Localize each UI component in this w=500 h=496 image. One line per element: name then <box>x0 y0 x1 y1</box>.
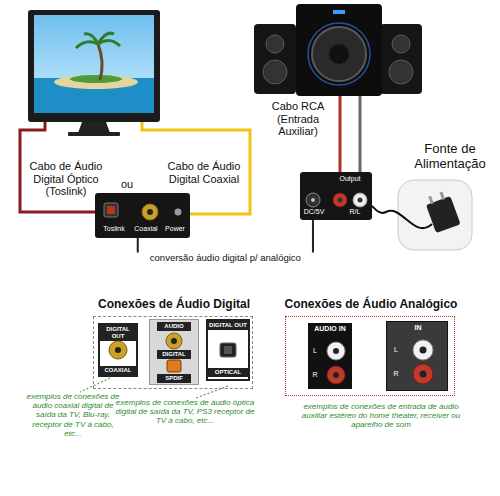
digital-panel: Conexões de Áudio DigitalDIGITAL OUTCOAX… <box>93 316 253 389</box>
tv-illustration <box>70 75 122 83</box>
node-text: DIGITAL <box>157 350 191 359</box>
node-text: Conexões de Áudio Analógico <box>274 298 468 312</box>
speaker-illustration <box>254 4 422 96</box>
node-text: L <box>310 347 320 355</box>
rca-cables <box>359 96 362 172</box>
rca-cables <box>340 96 360 172</box>
node-text: Power <box>161 225 189 233</box>
tv-illustration <box>68 132 120 136</box>
tv-illustration <box>78 122 110 133</box>
speaker-illustration <box>329 44 349 64</box>
node-text: L <box>391 346 401 354</box>
note-text: exemplos de conexões de entrada de áudio… <box>290 402 472 430</box>
speaker-illustration <box>308 23 370 85</box>
spdif-port-panel: AUDIO DIGITAL SPDIF <box>149 319 199 385</box>
or-label: ou <box>117 178 137 191</box>
note-text: exemplos de conexões de áudio óptica dig… <box>110 398 260 426</box>
tv-illustration <box>28 10 160 136</box>
speaker-illustration <box>266 35 284 53</box>
optical-port-panel: DIGITAL OUT OPTICAL <box>206 319 250 381</box>
node-text: Conexões de Áudio Digital <box>82 298 266 312</box>
leader-lines <box>80 378 110 392</box>
node-text: DIGITAL OUT <box>208 321 248 330</box>
speaker-illustration <box>380 24 422 94</box>
input-panel: IN L R <box>386 321 448 391</box>
node-text: R <box>310 371 320 379</box>
power-adapter <box>426 196 461 233</box>
analog-panel: Conexões de Áudio AnalógicoAUDIO INLRINL… <box>285 316 455 396</box>
tv-illustration <box>34 15 154 113</box>
node-text: SPDIF <box>157 374 191 383</box>
tv-illustration <box>98 44 102 80</box>
audio-in-panel: AUDIO IN L R <box>308 323 352 389</box>
speaker-illustration <box>254 24 296 94</box>
power-adapter <box>398 180 472 250</box>
power-adapter <box>372 206 432 228</box>
node-text: Toslink <box>96 225 132 233</box>
node-text: R <box>391 370 401 378</box>
speaker-illustration <box>333 10 345 14</box>
node-text: IN <box>407 324 429 332</box>
connector-label: conversão áudio digital p/ analógico <box>135 253 315 264</box>
node-text: AUDIO IN <box>308 325 352 333</box>
node-text: OPTICAL <box>208 368 248 377</box>
node-text: R/L <box>340 208 370 216</box>
note-text: exemplos de conexões de áudio coaxial di… <box>24 392 122 438</box>
power-adapter <box>428 196 434 205</box>
speaker-illustration <box>263 60 287 84</box>
converter-output-box: OutputDC/5V R/L <box>300 172 372 220</box>
power-label: Fonte de Alimentação <box>403 142 497 172</box>
node-text: AUDIO <box>157 322 191 331</box>
node-text: COAXIAL <box>100 366 136 375</box>
converter-input-box: ToslinkCoaxialPower <box>95 193 190 238</box>
speaker-illustration <box>389 60 413 84</box>
cable-label: Cabo de Áudio Digital Coaxial <box>162 160 246 185</box>
speaker-illustration <box>312 27 366 81</box>
rca-cables <box>339 96 342 172</box>
node-text: DIGITAL OUT <box>100 325 136 341</box>
cable-label: Cabo de Áudio Digital Óptico (Toslink) <box>26 160 106 198</box>
speaker-illustration <box>296 4 382 96</box>
tv-illustration <box>54 75 138 89</box>
power-adapter <box>372 180 472 250</box>
power-adapter <box>440 192 446 201</box>
cable-label: Cabo RCA (Entrada Auxiliar) <box>258 100 338 138</box>
label-backing <box>135 253 315 264</box>
leader-lines <box>196 386 228 398</box>
node-text: DC/5V <box>300 208 328 216</box>
node-text: Output <box>328 175 372 183</box>
node-text: Coaxial <box>130 225 162 233</box>
tv-illustration <box>28 10 160 122</box>
coaxial-port-panel: DIGITAL OUT COAXIAL <box>98 323 138 377</box>
tv-illustration <box>76 33 120 48</box>
speaker-illustration <box>392 35 410 53</box>
